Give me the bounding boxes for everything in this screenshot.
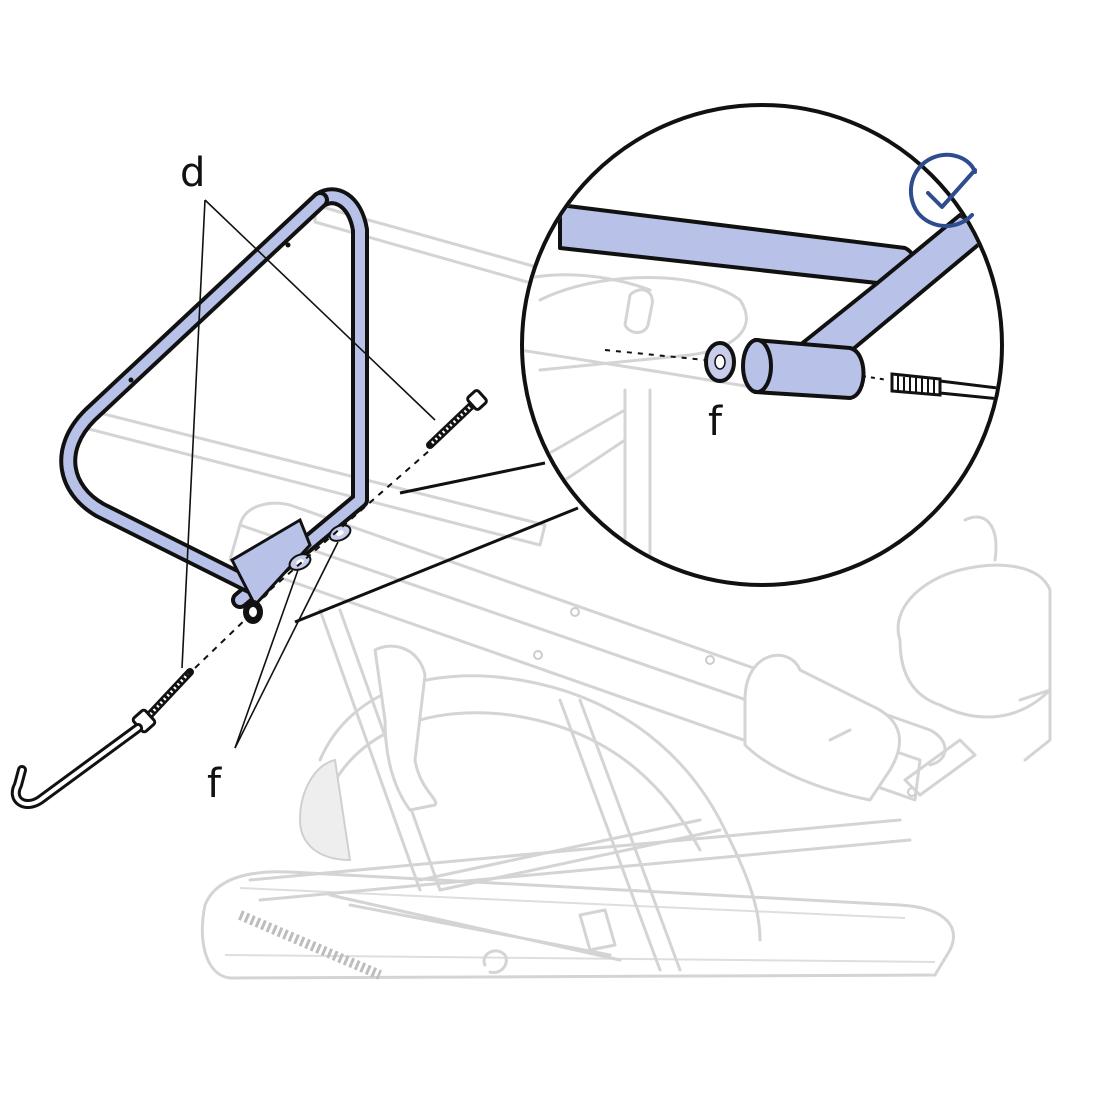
- cargo-slot: [828, 728, 852, 742]
- detail-axis-right: [861, 375, 889, 381]
- rack-strut-a: [318, 608, 422, 892]
- label-bolt-main: d: [180, 150, 205, 196]
- mount-ghost: [578, 908, 617, 952]
- rack-strut-c: [558, 698, 662, 972]
- label-washer-detail: f: [708, 399, 723, 445]
- cargo-hoop-ghost: [743, 653, 902, 802]
- seat-ghost: [896, 563, 1052, 719]
- detail-cylinder-end: [741, 338, 773, 394]
- footboard-ghost: [201, 870, 955, 980]
- label-washers-main: f: [207, 761, 222, 807]
- rear-wheel-inner: [328, 711, 702, 852]
- chain-ghost: [238, 910, 382, 980]
- check-circle-icon: [908, 152, 977, 228]
- detail-cylinder: [753, 338, 866, 400]
- brake-ghost: [373, 644, 438, 812]
- label-bolt-detail: d: [1006, 416, 1031, 462]
- frame-highlight: [59, 187, 369, 624]
- hub-ghost: [298, 758, 352, 862]
- detail-bolt: [890, 372, 1000, 404]
- rivet-1: [285, 242, 291, 248]
- chainguard-ghost: [328, 893, 622, 962]
- assembly-axes: [194, 449, 431, 669]
- seat-clamp: [903, 688, 1052, 797]
- rack-deck-top: [238, 501, 947, 767]
- rack-diag: [418, 818, 722, 892]
- rack-diag-2: [248, 818, 912, 902]
- magnifier-line-bottom: [294, 506, 579, 624]
- leader-lines: [181, 199, 436, 749]
- seat-backrest: [963, 515, 998, 562]
- bike-ghost: [201, 501, 1052, 980]
- bolt-main-top: [426, 389, 488, 449]
- bolt-main-bottom: [131, 668, 194, 734]
- frame-mount-plate: [230, 517, 312, 608]
- detail-ghost-knob: [623, 288, 654, 334]
- detail-magnifier: f d: [294, 103, 1031, 624]
- rail-ghost: [83, 203, 547, 547]
- mount-nut: [482, 949, 508, 975]
- rivet-2: [128, 377, 134, 383]
- magnifier-line-top: [399, 461, 546, 495]
